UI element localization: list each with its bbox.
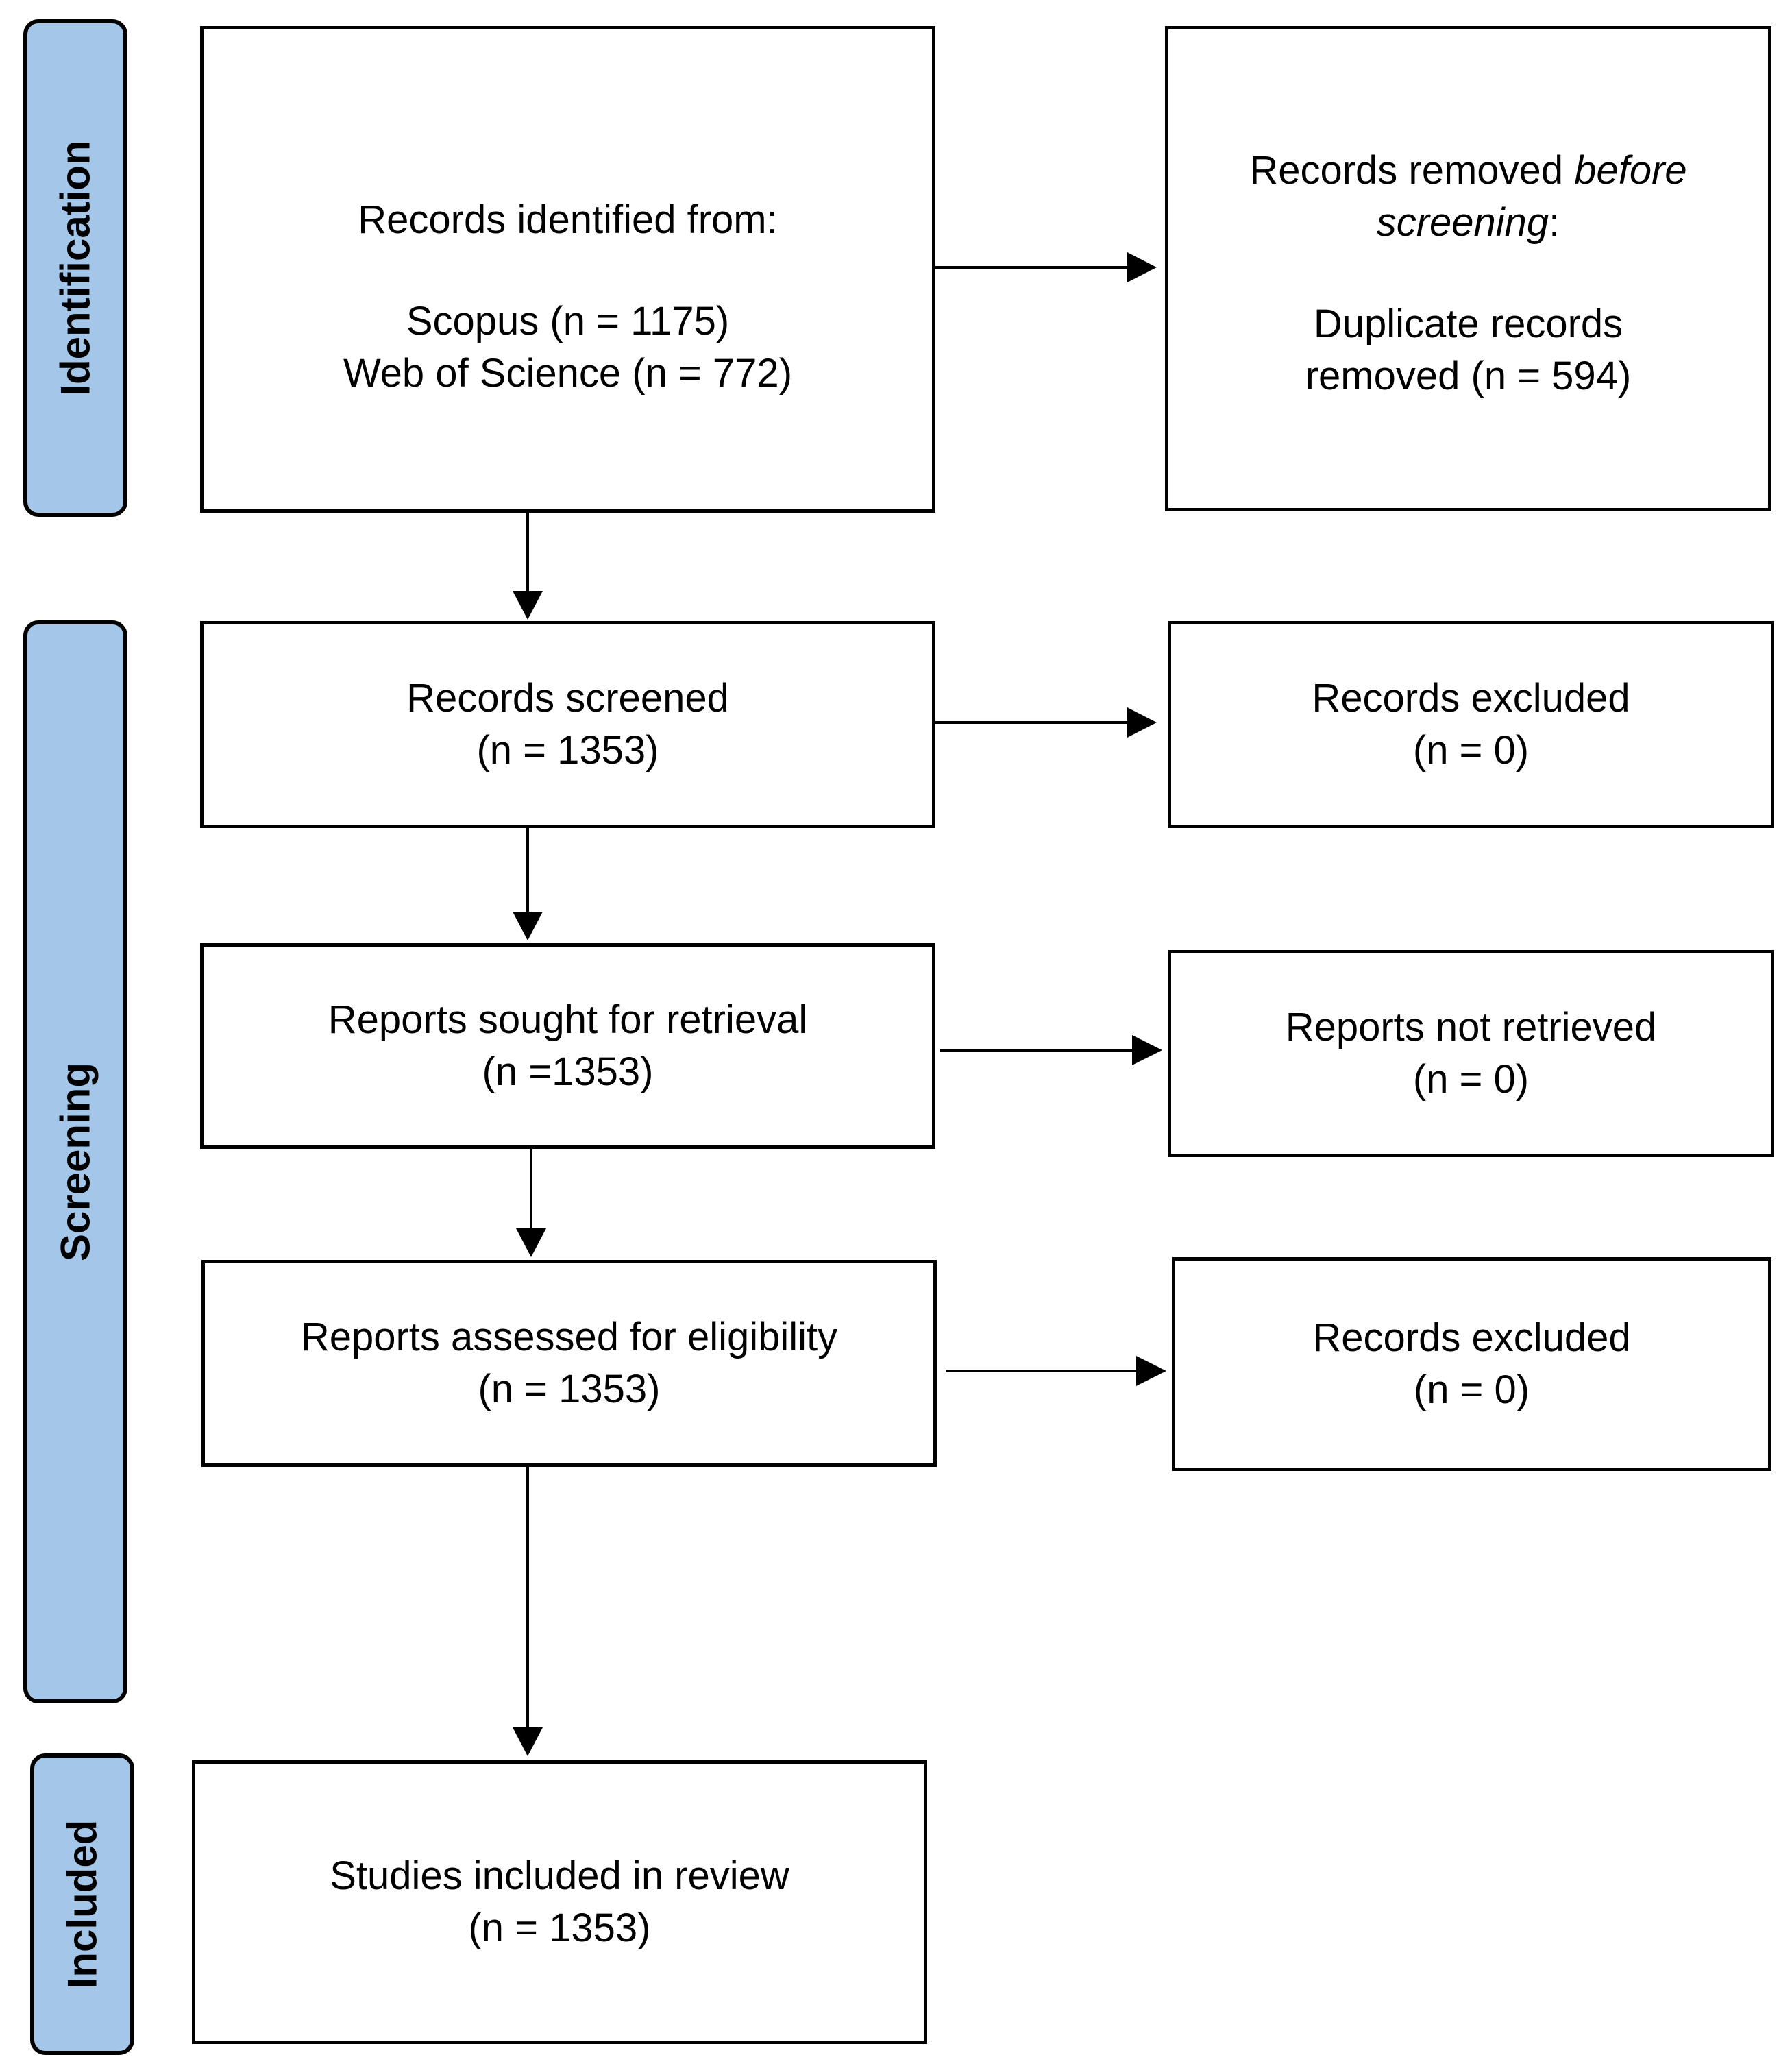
phase-screening: Screening [23, 620, 127, 1703]
excluded1-count: (n = 0) [1412, 728, 1530, 773]
box-records-identified: Records identified from: Scopus (n = 117… [200, 26, 935, 513]
sought-title: Reports sought for retrieval [328, 997, 808, 1042]
screened-title: Records screened [406, 676, 729, 720]
box-records-excluded-2: Records excluded (n = 0) [1172, 1257, 1771, 1471]
removed-line1-plain: Records removed [1249, 148, 1575, 193]
removed-line3: Duplicate records [1313, 302, 1623, 346]
arrowhead-screened-to-excluded [1127, 707, 1157, 738]
arrowhead-sought-to-assessed [516, 1228, 546, 1257]
arrowhead-identified-to-removed [1127, 252, 1157, 282]
included-title: Studies included in review [330, 1854, 789, 1898]
box-records-screened: Records screened (n = 1353) [200, 621, 935, 828]
arrowhead-screened-to-sought [513, 912, 543, 940]
arrowhead-sought-to-not-retrieved [1132, 1035, 1162, 1065]
removed-line2: screening: [1377, 197, 1560, 249]
sought-count: (n =1353) [482, 1049, 654, 1094]
removed-line4: removed (n = 594) [1305, 354, 1632, 398]
box-reports-assessed: Reports assessed for eligibility (n = 13… [201, 1260, 937, 1467]
identified-heading: Records identified from: [358, 197, 778, 242]
phase-identification: Identification [23, 19, 127, 517]
identified-scopus: Scopus (n = 1175) [406, 299, 730, 343]
arrowhead-identified-to-screened [513, 591, 543, 620]
excluded2-count: (n = 0) [1413, 1368, 1530, 1412]
excluded1-title: Records excluded [1312, 676, 1630, 720]
box-records-removed: Records removed before screening: Duplic… [1165, 26, 1771, 511]
identified-wos: Web of Science (n = 772) [343, 351, 793, 396]
not-retrieved-count: (n = 0) [1412, 1057, 1530, 1102]
arrowhead-assessed-to-included [513, 1727, 543, 1756]
assessed-count: (n = 1353) [478, 1367, 661, 1411]
not-retrieved-title: Reports not retrieved [1285, 1005, 1657, 1049]
box-reports-not-retrieved: Reports not retrieved (n = 0) [1168, 950, 1774, 1157]
removed-line2-italic: screening [1376, 200, 1549, 245]
arrowhead-assessed-to-excluded [1136, 1356, 1166, 1386]
removed-line1: Records removed before [1249, 145, 1686, 197]
screened-count: (n = 1353) [476, 728, 659, 773]
excluded2-title: Records excluded [1312, 1315, 1631, 1360]
box-studies-included: Studies included in review (n = 1353) [192, 1760, 927, 2044]
removed-line2-colon: : [1549, 200, 1560, 245]
included-count: (n = 1353) [468, 1906, 651, 1950]
assessed-title: Reports assessed for eligibility [300, 1315, 838, 1359]
phase-included: Included [30, 1753, 134, 2055]
box-records-excluded-1: Records excluded (n = 0) [1168, 621, 1774, 828]
box-reports-sought: Reports sought for retrieval (n =1353) [200, 943, 935, 1149]
removed-line1-italic: before [1574, 148, 1687, 193]
